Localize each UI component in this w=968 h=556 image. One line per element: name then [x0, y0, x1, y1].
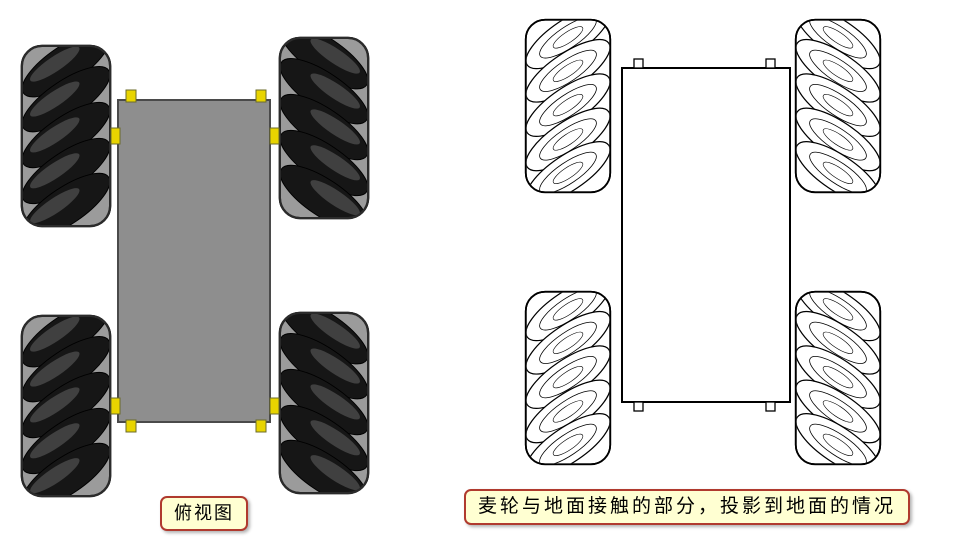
axle-mark-front-left [110, 127, 121, 145]
projection-pin-top-left [633, 58, 644, 69]
projection-figure: 麦轮与地面接触的部分，投影到地面的情况 [460, 0, 968, 556]
mount-pin-bottom-left [125, 419, 137, 433]
projection-pin-top-right [765, 58, 776, 69]
mount-pin-top-right [255, 89, 267, 103]
top-view-caption-text: 俯视图 [174, 503, 234, 523]
top-view-caption: 俯视图 [160, 496, 248, 531]
chassis-overlay [110, 89, 280, 433]
mount-pin-top-left [125, 89, 137, 103]
axle-mark-rear-right [269, 397, 280, 415]
projection-pin-bottom-left [633, 401, 644, 412]
projection-chassis-outline [621, 67, 791, 403]
projection-pin-bottom-right [765, 401, 776, 412]
axle-mark-rear-left [110, 397, 121, 415]
mount-pin-bottom-right [255, 419, 267, 433]
top-view-figure: 俯视图 [0, 0, 460, 556]
projection-caption-text: 麦轮与地面接触的部分，投影到地面的情况 [478, 496, 897, 517]
projection-chassis-overlay [621, 58, 791, 412]
axle-mark-front-right [269, 127, 280, 145]
projection-caption: 麦轮与地面接触的部分，投影到地面的情况 [464, 489, 911, 525]
chassis-body [117, 99, 271, 423]
